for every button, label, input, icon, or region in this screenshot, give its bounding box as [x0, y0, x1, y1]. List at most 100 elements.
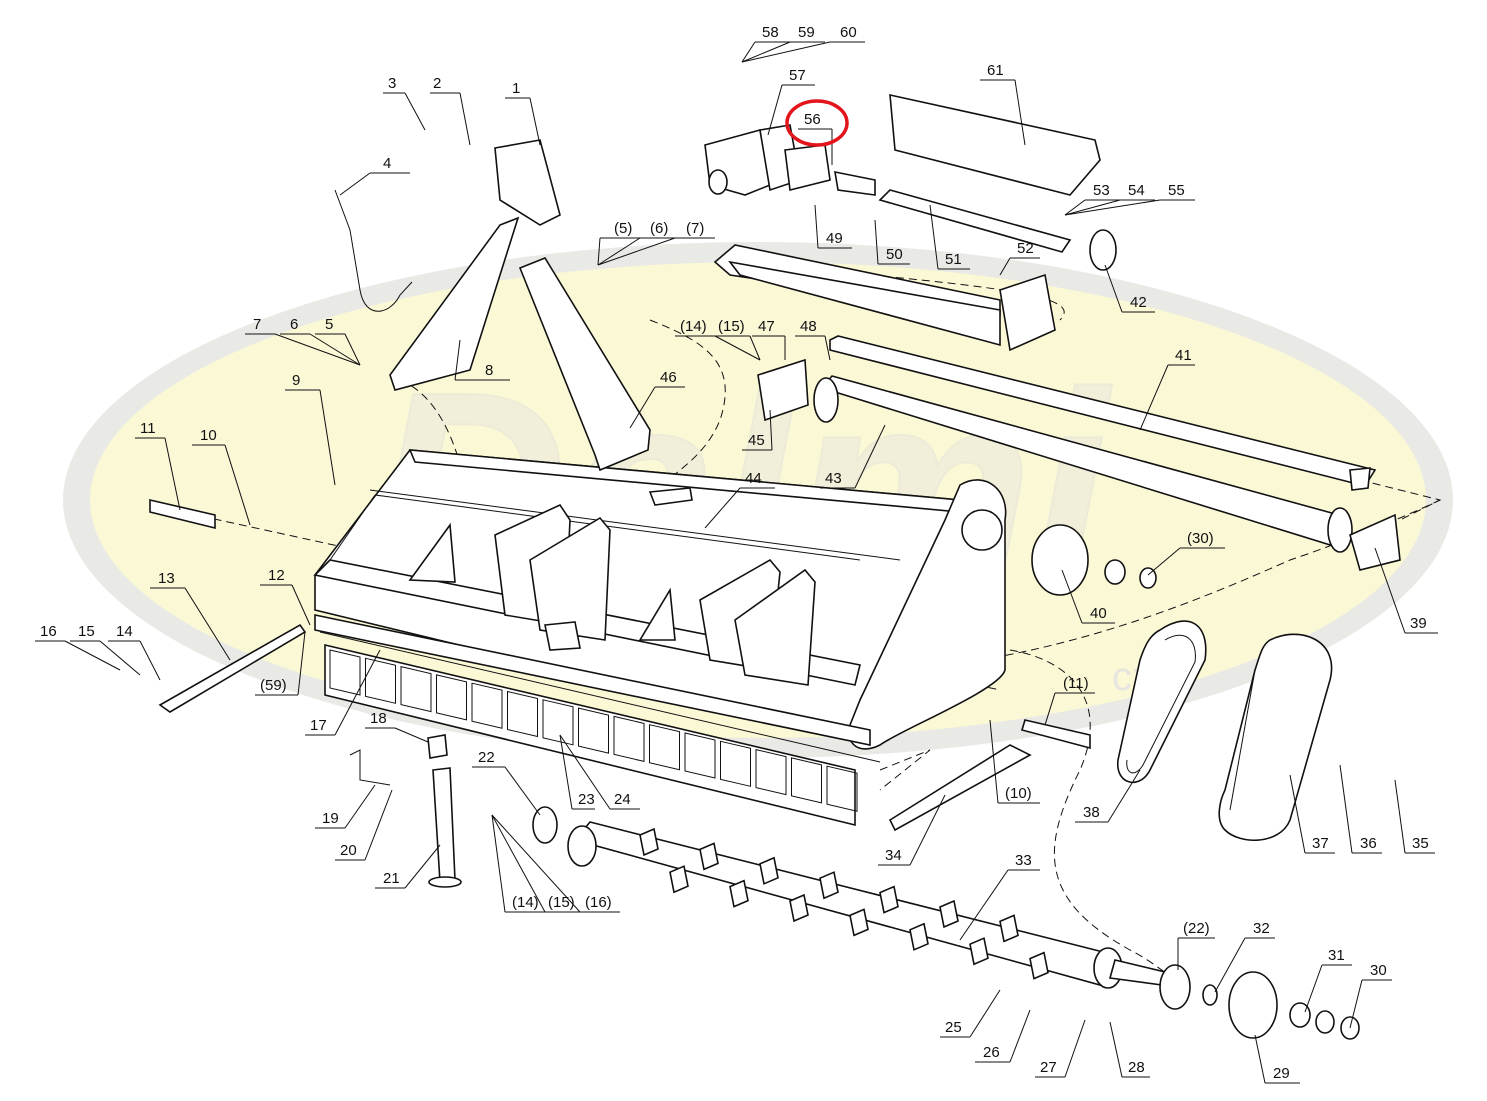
callout-leader-c13	[184, 587, 231, 661]
callout-leader-c14	[139, 640, 161, 681]
flap-plate	[684, 732, 716, 779]
callout-leader-c34	[909, 794, 946, 866]
callout-label-c15q: (15)	[718, 318, 745, 335]
callout-leader-lines	[35, 41, 1438, 1084]
callout-label-c14q: (14)	[680, 318, 707, 335]
rotor-shaft	[567, 821, 1166, 989]
callout-label-c37: 37	[1312, 835, 1329, 852]
callout-label-c52: 52	[1017, 240, 1034, 257]
callout-label-c14: 14	[116, 623, 133, 640]
callout-leader-c45	[769, 409, 773, 451]
main-housing	[313, 449, 1007, 750]
callout-leader-c53	[1064, 199, 1086, 216]
callout-label-c18: 18	[370, 710, 387, 727]
callout-leader-c16p	[491, 814, 581, 913]
callout-leader-c54	[1064, 199, 1121, 216]
callout-leader-c61	[1014, 79, 1026, 146]
callout-leader-c11	[164, 437, 181, 511]
flail-blade	[939, 899, 959, 929]
callout-leader-c41	[1139, 364, 1169, 431]
callout-leader-c28	[1109, 1021, 1123, 1078]
callout-label-c30p: (30)	[1187, 530, 1214, 547]
callout-label-c39: 39	[1410, 615, 1427, 632]
callout-leader-c52	[999, 257, 1011, 276]
callout-leader-c37	[1289, 774, 1306, 854]
callout-leader-c55	[1064, 199, 1161, 216]
callout-leader-c26	[1009, 1009, 1031, 1063]
callout-label-c26: 26	[983, 1044, 1000, 1061]
callout-leader-c10p	[989, 719, 999, 804]
callout-leader-c31	[1304, 964, 1323, 1013]
callout-label-c44: 44	[745, 470, 762, 487]
callout-label-c28: 28	[1128, 1059, 1145, 1076]
callout-leader-c15q	[749, 335, 761, 361]
callout-label-c29: 29	[1273, 1065, 1290, 1082]
callout-label-c22p: (22)	[1183, 920, 1210, 937]
flap-plate	[365, 657, 396, 704]
callout-label-c2: 2	[433, 75, 441, 92]
callout-label-c23: 23	[578, 791, 595, 808]
callout-leader-c44	[704, 487, 741, 529]
flap-plate	[826, 765, 858, 812]
flail-blade	[819, 871, 839, 900]
callout-label-c61: 61	[987, 62, 1004, 79]
callout-label-c50: 50	[886, 246, 903, 263]
callout-label-c19: 19	[322, 810, 339, 827]
callout-label-c47: 47	[758, 318, 775, 335]
callout-leader-c7b	[274, 333, 361, 366]
callout-label-c32: 32	[1253, 920, 1270, 937]
flap-plate	[542, 699, 574, 746]
callout-label-c5b: 5	[325, 316, 333, 333]
callout-leader-c14p	[491, 814, 506, 913]
callout-leader-c5b	[344, 333, 361, 366]
callout-label-c58: 58	[762, 24, 779, 41]
callout-leader-c14q	[714, 335, 761, 361]
callout-label-c16: 16	[40, 623, 57, 640]
callout-label-c54: 54	[1128, 182, 1145, 199]
callout-leader-c32	[1214, 937, 1246, 993]
belt-and-guard	[1117, 620, 1333, 841]
callout-label-c16p: (16)	[585, 894, 612, 911]
callout-label-c35: 35	[1412, 835, 1429, 852]
flail-blade	[909, 922, 929, 951]
flap-plate	[471, 682, 503, 729]
callout-label-c10p: (10)	[1005, 785, 1032, 802]
flail-blade	[879, 885, 899, 914]
callout-label-c13: 13	[158, 570, 175, 587]
callout-leader-c15	[99, 640, 141, 676]
flap-plate	[613, 715, 645, 763]
callout-leader-c15p	[491, 814, 546, 913]
flap-plate	[507, 690, 538, 738]
callout-label-c38: 38	[1083, 804, 1100, 821]
flail-blade	[1029, 951, 1049, 980]
callout-label-c25: 25	[945, 1019, 962, 1036]
callout-label-c60: 60	[840, 24, 857, 41]
callout-leader-c30p	[1147, 547, 1181, 576]
flail-blade	[849, 908, 869, 937]
upper-frame	[149, 93, 1360, 1040]
callout-label-c53: 53	[1093, 182, 1110, 199]
callout-label-c15p: (15)	[548, 894, 575, 911]
callout-leader-c22	[504, 766, 541, 816]
callout-leader-c6b	[309, 333, 361, 366]
callout-leader-c23	[559, 734, 573, 810]
callout-leader-c2	[459, 92, 471, 146]
callout-leader-c24	[559, 734, 611, 810]
callout-leader-c33	[959, 869, 1009, 941]
callout-leader-c38	[1107, 769, 1141, 823]
callout-label-c51: 51	[945, 251, 962, 268]
flap-plate	[649, 724, 680, 771]
callout-label-c55: 55	[1168, 182, 1185, 199]
callout-leader-c27	[1064, 1019, 1086, 1078]
callout-leader-c40	[1061, 569, 1083, 624]
callout-label-c6: (6)	[650, 220, 668, 237]
callout-label-c11: 11	[140, 420, 156, 437]
flail-blade	[999, 914, 1019, 943]
callout-label-c36: 36	[1360, 835, 1377, 852]
callout-leader-c46	[629, 386, 656, 429]
flap-plate	[400, 665, 432, 713]
callout-leader-c30	[1349, 979, 1363, 1029]
callout-label-c57: 57	[789, 67, 806, 84]
